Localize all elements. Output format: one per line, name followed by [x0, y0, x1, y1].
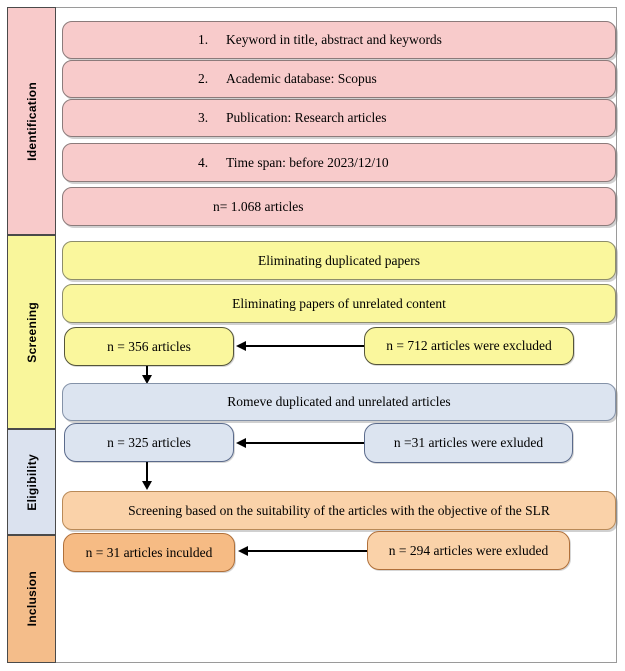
stage-eligibility-label: Eligibility [24, 453, 39, 511]
criterion-1-text: Keyword in title, abstract and keywords [226, 32, 442, 48]
stage-identification: Identification [7, 7, 56, 235]
arrow-screening-down-head [142, 375, 152, 384]
inclusion-result-text: n = 31 articles inculded [85, 544, 213, 560]
screening-merge-box: Romeve duplicated and unrelated articles [62, 383, 616, 421]
arrow-screening-excluded-line [245, 345, 364, 347]
criterion-4-number: 4. [198, 154, 209, 170]
arrow-inclusion-excluded-head [238, 546, 248, 556]
criterion-2-number: 2. [198, 71, 209, 87]
criterion-4-text: Time span: before 2023/12/10 [226, 154, 389, 170]
eligibility-result-text: n = 325 articles [107, 434, 191, 450]
identification-result-text: n= 1.068 articles [213, 198, 304, 214]
screening-excluded-box: n = 712 articles were excluded [364, 327, 574, 365]
stage-screening-label: Screening [24, 301, 39, 363]
stage-eligibility: Eligibility [7, 429, 56, 535]
stage-inclusion-label: Inclusion [24, 571, 39, 627]
inclusion-result-box: n = 31 articles inculded [63, 533, 235, 572]
arrow-eligibility-excluded-line [245, 442, 364, 444]
screening-merge-text: Romeve duplicated and unrelated articles [227, 394, 451, 410]
arrow-inclusion-excluded-line [247, 550, 367, 552]
eligibility-step-box: Screening based on the suitability of th… [62, 491, 616, 530]
screening-result-text: n = 356 articles [107, 338, 191, 354]
stage-inclusion: Inclusion [7, 535, 56, 663]
eligibility-step-text: Screening based on the suitability of th… [128, 502, 550, 518]
arrow-eligibility-excluded-head [236, 438, 246, 448]
screening-step2-text: Eliminating papers of unrelated content [232, 295, 446, 311]
eligibility-excluded-box: n =31 articles were exluded [364, 423, 573, 463]
eligibility-excluded-text: n =31 articles were exluded [393, 435, 544, 451]
screening-step2-box: Eliminating papers of unrelated content [62, 284, 616, 323]
inclusion-excluded-box: n = 294 articles were exluded [367, 531, 570, 570]
screening-result-box: n = 356 articles [64, 327, 234, 366]
eligibility-result-box: n = 325 articles [64, 423, 234, 462]
criterion-1-number: 1. [198, 32, 209, 48]
screening-step1-box: Eliminating duplicated papers [62, 241, 616, 280]
stage-screening: Screening [7, 235, 56, 429]
identification-criterion-2-box: 2. Academic database: Scopus [62, 60, 616, 98]
arrow-eligibility-down-head [142, 481, 152, 490]
criterion-2-text: Academic database: Scopus [226, 71, 377, 87]
arrow-screening-down-line [146, 366, 148, 376]
arrow-screening-excluded-head [236, 341, 246, 351]
inclusion-excluded-text: n = 294 articles were exluded [388, 542, 549, 558]
identification-criterion-3-box: 3. Publication: Research articles [62, 99, 616, 137]
identification-criterion-4-box: 4. Time span: before 2023/12/10 [62, 143, 616, 182]
stage-identification-label: Identification [24, 81, 39, 161]
identification-result-box: n= 1.068 articles [62, 187, 616, 226]
screening-excluded-text: n = 712 articles were excluded [386, 338, 552, 354]
criterion-3-number: 3. [198, 110, 209, 126]
screening-step1-text: Eliminating duplicated papers [258, 252, 420, 268]
identification-criterion-1-box: 1. Keyword in title, abstract and keywor… [62, 21, 616, 59]
criterion-3-text: Publication: Research articles [226, 110, 387, 126]
arrow-eligibility-down-line [146, 462, 148, 482]
